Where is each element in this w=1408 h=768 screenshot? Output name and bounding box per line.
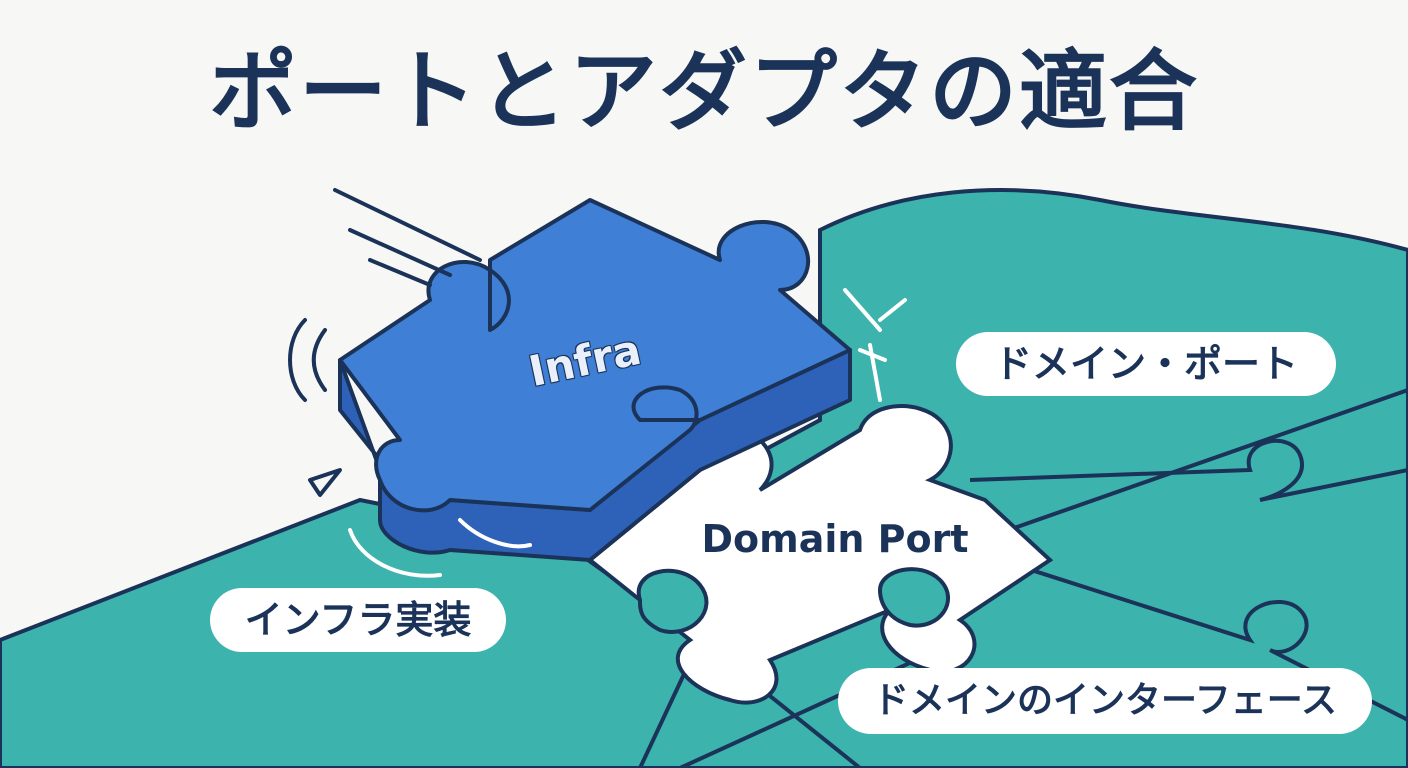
motion-line — [333, 188, 482, 262]
domain-port-slot-label: Domain Port — [701, 517, 969, 561]
slot-notch — [636, 568, 709, 634]
board-seam — [999, 558, 1408, 722]
motion-line — [368, 258, 432, 287]
sparkle-lines — [843, 288, 907, 402]
callout-infra-implementation: インフラ実装 — [210, 588, 506, 652]
callout-domain-interface: ドメインのインターフェース — [838, 668, 1372, 734]
vibration-arc — [311, 328, 327, 392]
motion-line — [348, 228, 452, 277]
callout-domain-port: ドメイン・ポート — [956, 332, 1336, 396]
page-title: ポートとアダプタの適合 — [208, 40, 1199, 143]
slot-notch — [877, 567, 951, 628]
domain-port-slot — [586, 404, 1054, 705]
board-seam — [979, 388, 1408, 542]
snap-arc — [348, 528, 442, 578]
snap-arc — [458, 518, 532, 549]
arrow-hint-icon — [308, 468, 342, 497]
vibration-arc — [288, 318, 307, 402]
board-seam — [969, 438, 1408, 502]
infra-piece-top — [338, 198, 852, 513]
